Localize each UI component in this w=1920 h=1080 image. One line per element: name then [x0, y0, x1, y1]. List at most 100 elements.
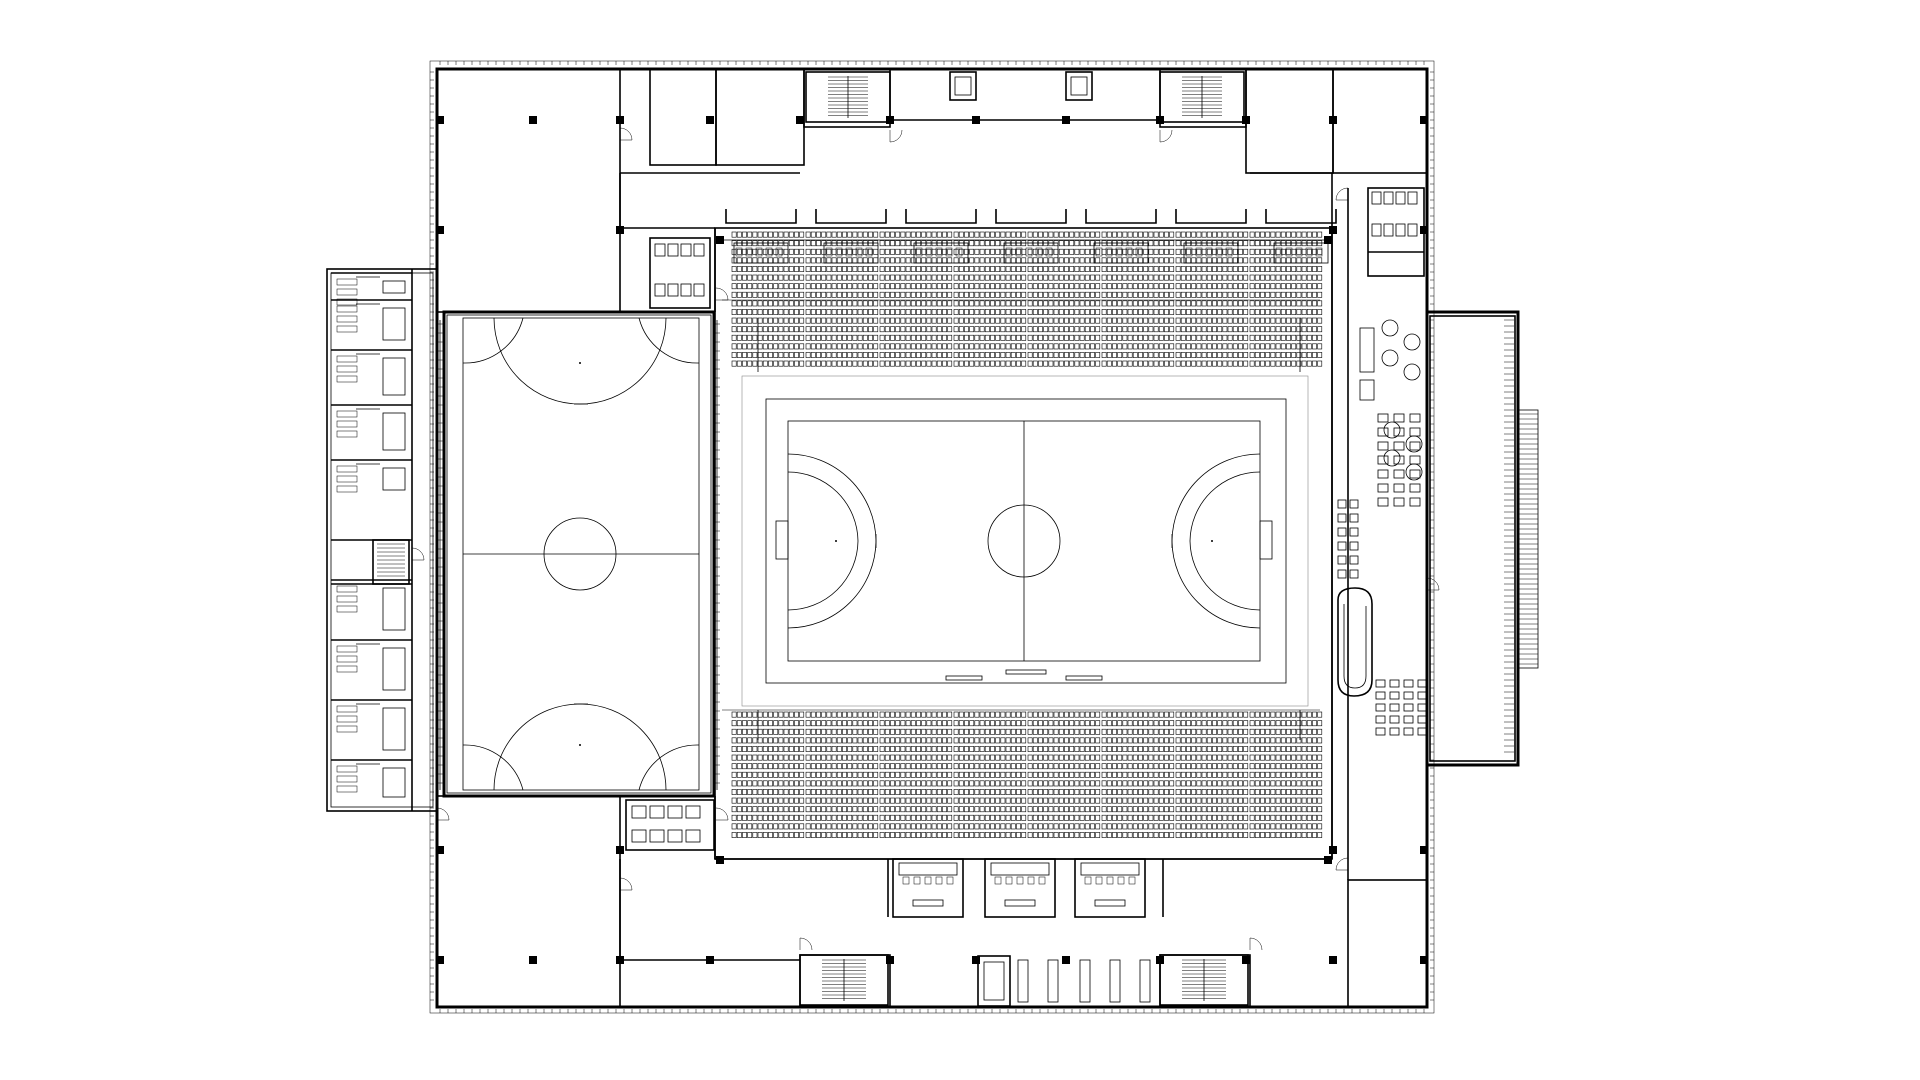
seat — [1180, 771, 1186, 778]
seat — [1016, 317, 1021, 324]
seat — [1043, 231, 1049, 238]
seat — [731, 823, 737, 830]
cafe-table — [1393, 455, 1405, 465]
seat — [1127, 266, 1133, 272]
column — [436, 846, 444, 854]
seat — [821, 317, 827, 324]
seat — [757, 266, 763, 272]
seat — [1286, 266, 1291, 272]
cafe-table — [1393, 413, 1405, 423]
seat — [873, 248, 879, 255]
seat — [831, 274, 837, 281]
seat — [916, 309, 921, 315]
seat — [890, 240, 895, 247]
seat — [984, 763, 990, 770]
seat — [1117, 360, 1123, 367]
seat — [905, 746, 911, 752]
seat — [1275, 283, 1281, 290]
seat — [1095, 763, 1101, 770]
seat — [1117, 780, 1123, 787]
stair-core — [805, 71, 891, 123]
seat — [816, 763, 821, 770]
seat — [1090, 763, 1095, 770]
cafe-table — [1417, 727, 1428, 736]
seat — [1227, 326, 1233, 333]
seat — [921, 231, 927, 238]
seat — [1106, 326, 1112, 333]
seat — [953, 326, 959, 333]
seat — [847, 780, 853, 787]
seat — [974, 317, 980, 324]
seat — [974, 711, 980, 718]
seat — [879, 797, 885, 804]
seat — [1270, 257, 1276, 264]
seat — [742, 283, 747, 290]
seat — [890, 823, 895, 830]
seat — [868, 326, 873, 333]
seat — [1112, 814, 1117, 821]
seat — [757, 326, 763, 333]
round-table — [1403, 363, 1421, 381]
seat — [1138, 266, 1143, 272]
seat — [1186, 814, 1191, 821]
seat — [900, 814, 906, 821]
seat — [995, 300, 1001, 307]
seat — [1222, 248, 1228, 255]
seat — [900, 343, 906, 350]
booth-chair — [1305, 247, 1313, 257]
seat — [1117, 334, 1123, 341]
seat — [831, 283, 837, 290]
seat — [1101, 300, 1107, 307]
seat — [1058, 266, 1064, 272]
seat — [936, 720, 942, 727]
cafe-table — [1389, 679, 1400, 688]
seat — [936, 343, 942, 350]
seat — [1254, 326, 1260, 333]
seat — [1232, 291, 1238, 298]
seat — [1122, 326, 1128, 333]
seat — [1243, 797, 1249, 804]
seat — [905, 248, 911, 255]
seat — [1286, 257, 1291, 264]
seat — [768, 257, 773, 264]
seat — [1048, 274, 1054, 281]
seat — [1074, 352, 1080, 358]
seat — [857, 257, 863, 264]
seat — [969, 823, 975, 830]
seat — [1074, 343, 1080, 350]
seat — [890, 283, 895, 290]
seat — [1249, 257, 1255, 264]
seat — [1222, 780, 1228, 787]
seat — [1095, 754, 1101, 761]
bench-slot — [1139, 959, 1151, 1003]
seat — [1280, 720, 1286, 727]
seat — [1021, 291, 1027, 298]
booth-chair — [855, 247, 863, 257]
seat — [1048, 780, 1054, 787]
seat — [1053, 334, 1059, 341]
seat — [1095, 283, 1101, 290]
seat — [783, 823, 789, 830]
wc-cubicle — [1371, 191, 1382, 205]
seat — [884, 231, 890, 238]
seat — [742, 711, 747, 718]
seat — [1005, 317, 1011, 324]
seat — [916, 352, 921, 358]
seat — [868, 309, 873, 315]
seat — [1196, 832, 1202, 838]
seat — [1238, 746, 1243, 752]
seat — [1301, 266, 1307, 272]
seat — [1175, 797, 1181, 804]
seat — [1186, 309, 1191, 315]
seat — [1016, 771, 1021, 778]
seat — [1153, 711, 1159, 718]
seat — [1301, 832, 1307, 838]
seat — [1048, 248, 1054, 255]
seat — [1074, 728, 1080, 735]
seat — [1196, 343, 1202, 350]
seat — [1074, 711, 1080, 718]
seat — [1101, 352, 1107, 358]
seat — [1117, 797, 1123, 804]
seat — [742, 832, 747, 838]
seat — [884, 317, 890, 324]
